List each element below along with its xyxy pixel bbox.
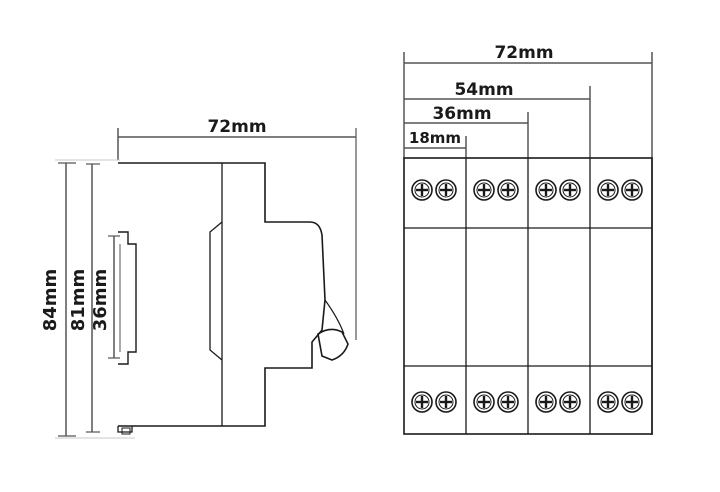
- terminal-screw-icon: [497, 391, 519, 413]
- side-width-label: 72mm: [207, 117, 266, 137]
- terminal-screw-icon: [435, 391, 457, 413]
- front-width-18-label: 18mm: [409, 129, 461, 147]
- terminal-screw-icon: [411, 179, 433, 201]
- terminal-screw-icon: [535, 179, 557, 201]
- front-width-18-dimension: 18mm: [404, 129, 467, 158]
- height-81-label: 81mm: [68, 269, 89, 332]
- front-width-36-label: 36mm: [432, 104, 491, 124]
- height-36-label: 36mm: [90, 269, 111, 332]
- terminal-screw-icon: [597, 179, 619, 201]
- front-width-54-dimension: 54mm: [404, 80, 591, 158]
- terminal-screw-icon: [621, 391, 643, 413]
- terminal-screws: [411, 179, 643, 413]
- terminal-screw-icon: [559, 179, 581, 201]
- front-width-72-dimension: 72mm: [403, 43, 653, 435]
- front-width-54-label: 54mm: [454, 80, 513, 100]
- terminal-screw-icon: [535, 391, 557, 413]
- height-84-label: 84mm: [40, 269, 61, 332]
- breaker-side-profile: [117, 162, 349, 435]
- terminal-screw-icon: [411, 391, 433, 413]
- front-view: 72mm 54mm 36mm 18mm: [403, 43, 653, 435]
- terminal-screw-icon: [473, 179, 495, 201]
- side-view: 72mm 84mm 81mm 36mm: [40, 117, 357, 439]
- side-width-dimension: 72mm: [117, 117, 357, 340]
- height-36-dimension: 36mm: [90, 235, 120, 359]
- terminal-screw-icon: [559, 391, 581, 413]
- terminal-screw-icon: [497, 179, 519, 201]
- terminal-screw-icon: [621, 179, 643, 201]
- front-width-72-label: 72mm: [494, 43, 553, 63]
- height-84-dimension: 84mm: [40, 162, 76, 437]
- breaker-front-body: [403, 157, 653, 435]
- height-81-dimension: 81mm: [68, 163, 100, 433]
- front-width-36-dimension: 36mm: [404, 104, 529, 158]
- terminal-screw-icon: [435, 179, 457, 201]
- terminal-screw-icon: [473, 391, 495, 413]
- terminal-screw-icon: [597, 391, 619, 413]
